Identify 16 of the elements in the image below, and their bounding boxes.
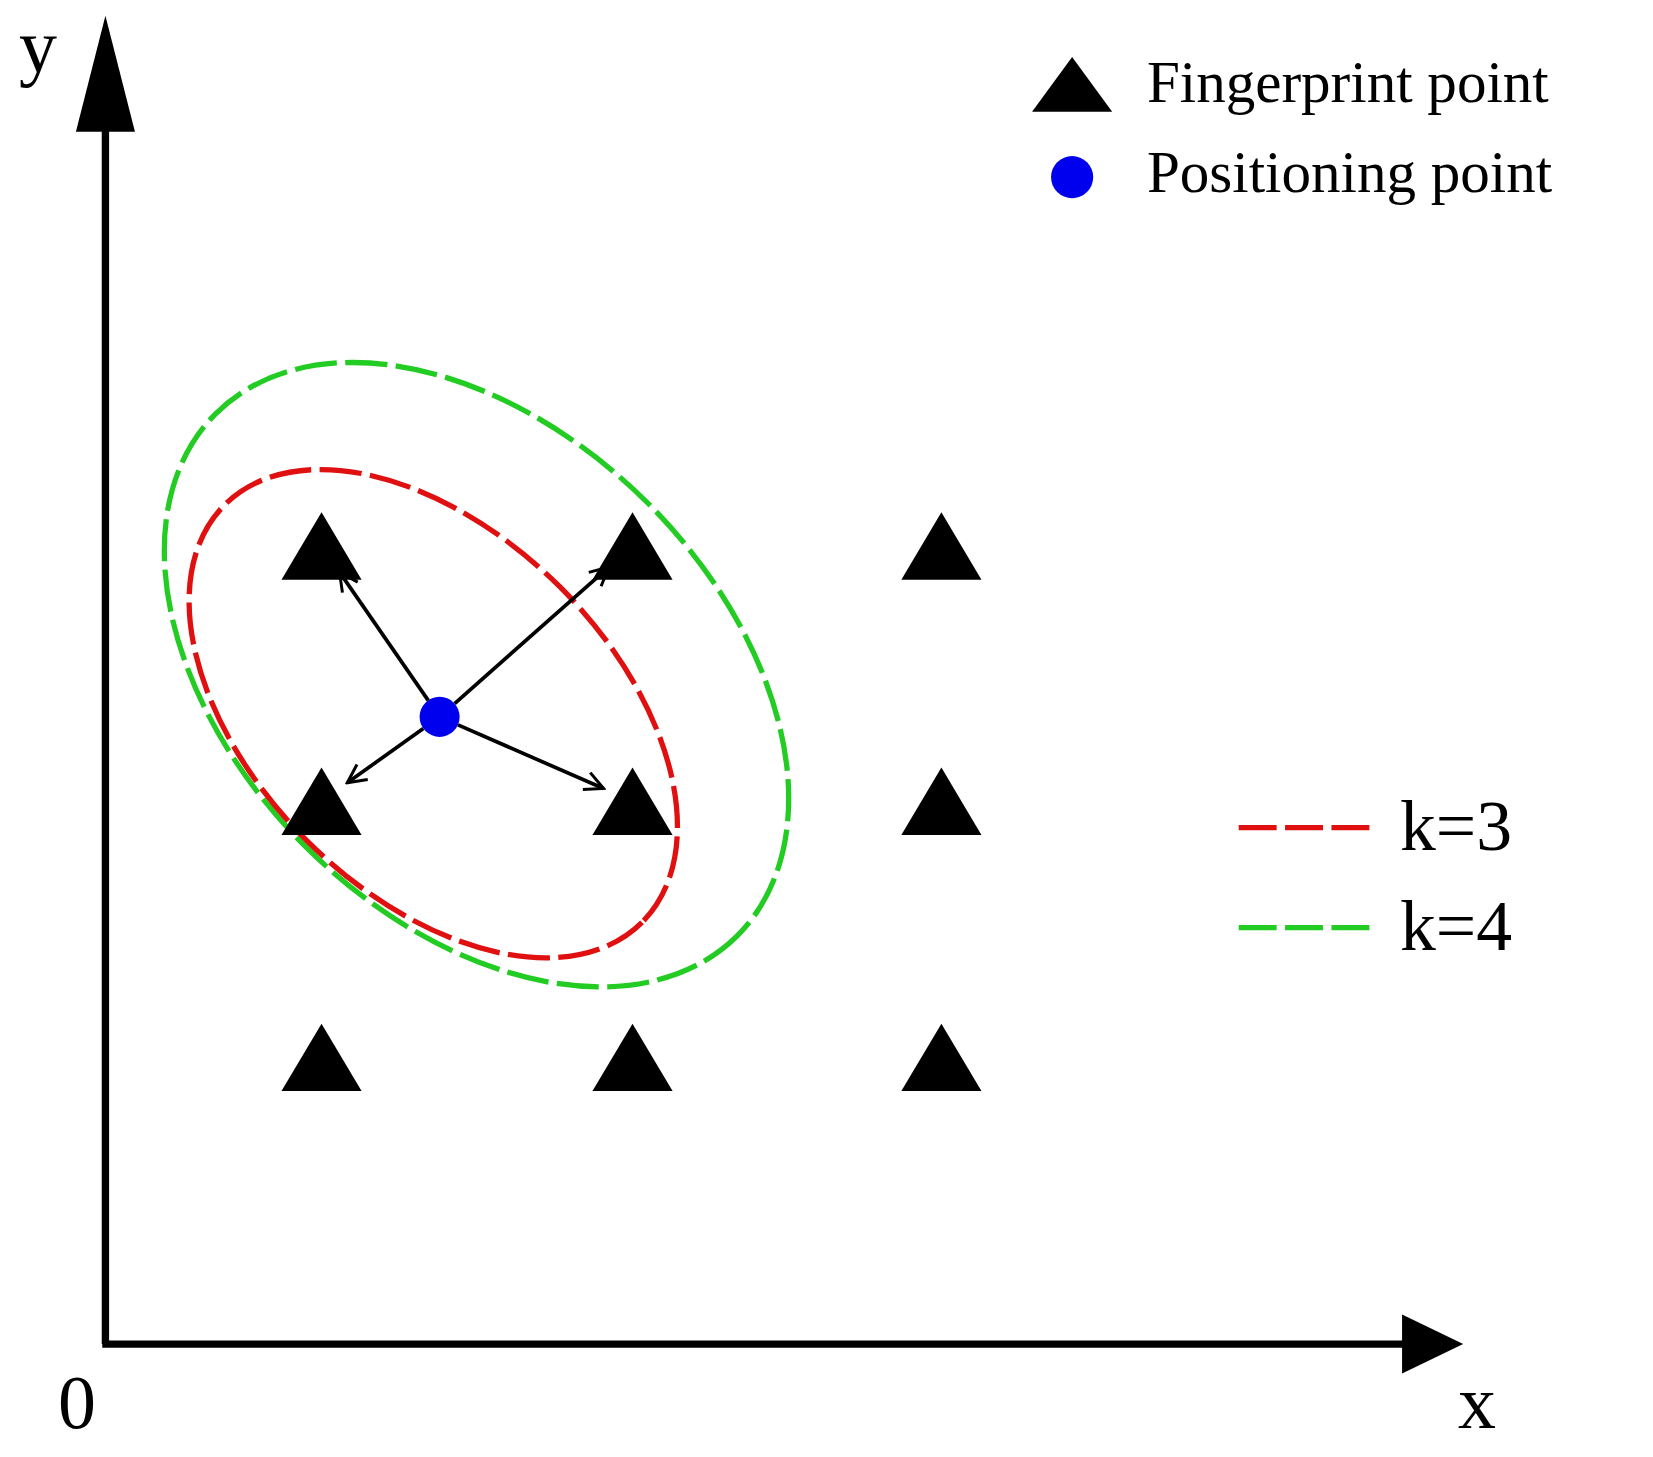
triangle-marker — [592, 512, 673, 580]
triangle-marker — [901, 767, 982, 835]
legend-label: k=3 — [1400, 789, 1513, 862]
triangle-marker — [901, 1023, 982, 1092]
point-marker — [419, 696, 460, 737]
arrow — [457, 723, 606, 792]
origin-label: 0 — [58, 1365, 96, 1442]
triangle-marker — [901, 512, 982, 580]
triangle-marker — [281, 512, 362, 580]
axis-label: x — [1457, 1365, 1496, 1442]
legend-label: k=4 — [1400, 889, 1513, 962]
triangle-marker — [592, 767, 673, 835]
triangle-marker — [592, 1023, 673, 1092]
triangle-marker — [281, 1023, 362, 1092]
arrow — [345, 727, 425, 785]
triangle-marker — [281, 767, 362, 835]
